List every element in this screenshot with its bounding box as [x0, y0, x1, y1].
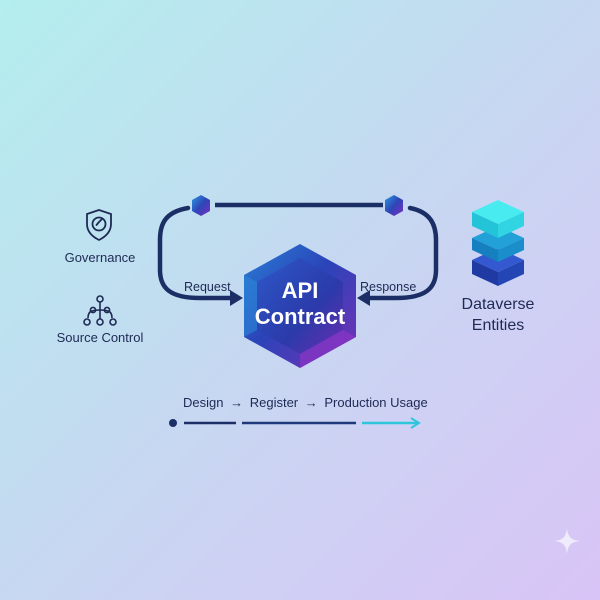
left-node-hexagon-icon [192, 195, 210, 216]
api-contract-title-line1: API [281, 278, 319, 303]
response-flow-line [365, 205, 439, 301]
step-design: Design [183, 395, 224, 410]
shield-check-icon [86, 209, 112, 242]
dataverse-entities: Dataverse Entities [448, 196, 548, 336]
sparkle-icon [554, 528, 580, 554]
step-production-usage: Production Usage [324, 395, 428, 410]
api-contract-title-line2: Contract [254, 304, 346, 329]
right-node-hexagon-icon [385, 195, 403, 216]
governance-feature: Governance [52, 208, 148, 268]
governance-label: Governance [64, 250, 136, 265]
dataverse-label-line1: Dataverse [461, 296, 535, 313]
api-contract-hexagon: API Contract [240, 242, 360, 370]
branch-tree-icon [83, 295, 117, 326]
api-contract-title: API Contract [240, 278, 360, 330]
dataverse-label-line2: Entities [471, 317, 525, 334]
timeline-arrow-icon [410, 417, 421, 429]
timeline-start-dot [169, 419, 177, 427]
request-label: Request [184, 280, 231, 294]
dataverse-entities-label: Dataverse Entities [448, 294, 548, 336]
lifecycle-steps: Design → Register → Production Usage [183, 395, 428, 410]
step-register: Register [249, 395, 299, 410]
hexagon-icon [244, 244, 356, 368]
request-flow-line [157, 205, 235, 301]
step-arrow-2: → [304, 395, 318, 410]
response-arrowhead [357, 290, 370, 306]
stacked-layers-icon [472, 200, 524, 286]
source-control-label: Source Control [56, 330, 144, 345]
lifecycle-timeline [169, 417, 421, 429]
request-arrowhead [230, 290, 243, 306]
step-arrow-1: → [230, 395, 244, 410]
response-label: Response [360, 280, 417, 294]
source-control-feature: Source Control [50, 292, 150, 352]
